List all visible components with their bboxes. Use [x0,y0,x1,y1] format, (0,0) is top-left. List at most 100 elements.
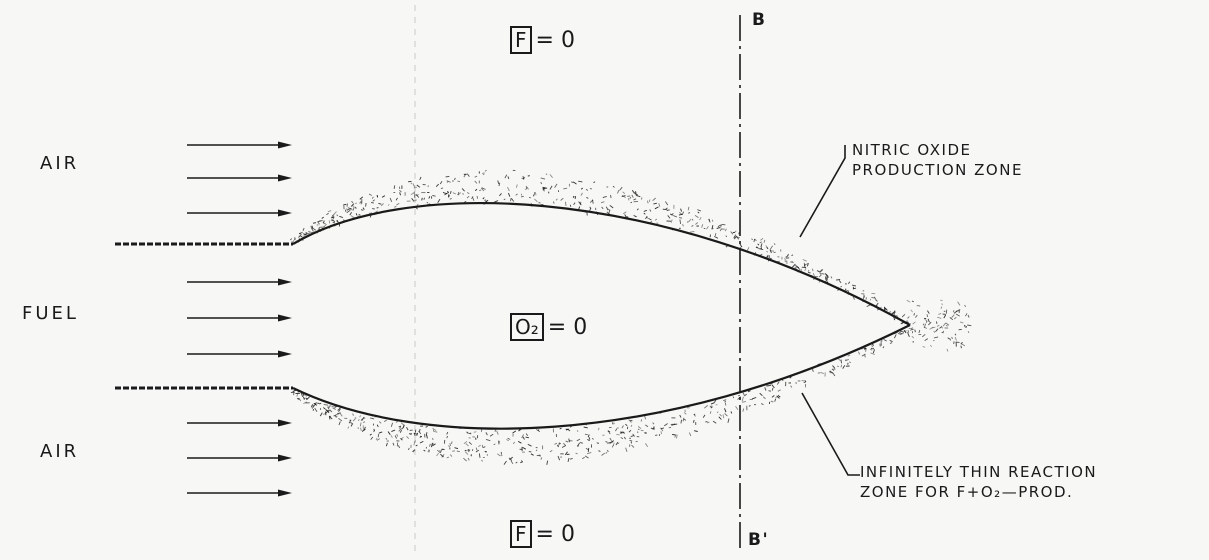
stipple-mark [489,433,494,437]
stipple-mark [482,173,485,176]
annotation-no-zone-line1: NITRIC OXIDE [852,141,972,159]
stipple-mark [583,426,588,429]
stipple-mark [926,314,929,318]
stipple-mark [633,198,637,201]
stipple-mark [682,211,684,214]
stipple-mark [558,442,561,445]
stipple-mark [924,318,928,322]
stipple-mark [425,432,428,436]
flow-arrow-head [278,278,292,286]
stipple-mark [413,191,416,194]
equation-center: O₂= 0 [510,313,587,341]
stipple-mark [694,215,699,218]
stipple-mark [557,455,561,461]
stipple-mark [680,208,682,212]
equation-bottom: F= 0 [510,520,575,548]
stipple-mark [936,324,940,327]
stipple-mark [690,231,695,233]
stipple-mark [849,361,851,364]
stipple-mark [419,435,422,438]
stipple-mark [569,457,573,460]
stipple-mark [631,444,635,448]
stipple-mark [479,189,482,191]
stipple-mark [682,417,685,422]
stipple-mark [336,219,340,223]
stipple-mark [380,203,384,207]
stipple-mark [766,384,771,387]
stipple-mark [777,394,781,398]
stipple-mark [331,405,336,408]
stipple-mark [680,419,683,424]
stipple-mark [440,453,444,458]
stipple-mark [311,228,314,232]
stipple-mark [540,181,543,185]
stipple-mark [776,381,780,385]
flow-arrow-head [278,350,292,358]
stipple-mark [967,331,970,333]
stipple-mark [625,447,628,452]
stipple-mark [927,318,930,322]
stipple-mark [350,203,355,207]
stipple-mark [938,312,942,315]
stipple-mark [907,329,910,333]
stipple-mark [915,314,918,318]
stipple-mark [437,449,441,454]
stipple-mark [410,182,413,185]
stipple-mark [563,442,566,446]
stipple-mark [719,413,723,417]
stipple-mark [365,202,367,207]
stipple-mark [768,390,772,392]
stipple-mark [694,430,698,432]
stipple-mark [395,197,398,201]
stipple-mark [902,330,907,333]
stipple-mark [423,449,426,452]
stipple-mark [760,243,763,247]
stipple-mark [724,413,728,417]
stipple-mark [611,444,614,448]
stipple-mark [601,452,605,456]
stipple-mark [370,417,375,420]
stipple-mark [943,314,947,319]
stipple-mark [448,193,451,197]
stipple-mark [910,309,913,313]
stipple-mark [468,441,473,445]
stipple-mark [337,407,341,411]
stipple-mark [399,429,402,433]
stipple-mark [706,225,709,230]
stipple-mark [311,225,314,228]
stipple-mark [609,204,614,209]
stipple-mark [506,439,509,442]
stipple-mark [303,397,306,400]
stipple-mark [852,296,855,300]
stipple-mark [432,429,435,433]
stipple-mark [322,220,325,224]
stipple-mark [872,347,875,350]
stipple-mark [713,235,719,239]
stipple-mark [649,209,652,212]
stipple-mark [300,235,303,238]
stipple-mark [578,206,581,210]
stipple-mark [552,201,555,204]
stipple-mark [564,451,568,456]
stipple-mark [825,278,827,280]
stipple-mark [676,434,678,439]
stipple-mark [360,202,362,205]
stipple-mark [535,449,538,452]
stipple-mark [520,459,523,463]
stipple-mark [824,273,829,277]
stipple-mark [328,220,331,224]
stipple-mark [937,316,942,319]
stipple-mark [425,425,428,428]
stipple-mark [311,405,315,409]
stipple-mark [352,206,355,210]
stipple-mark [705,420,708,423]
stipple-mark [682,223,684,227]
stipple-mark [413,432,416,437]
stipple-mark [534,191,537,196]
stipple-mark [449,190,452,195]
stipple-mark [507,186,510,192]
stipple-mark [410,192,415,196]
stipple-mark [791,261,794,264]
stipple-mark [317,402,320,405]
